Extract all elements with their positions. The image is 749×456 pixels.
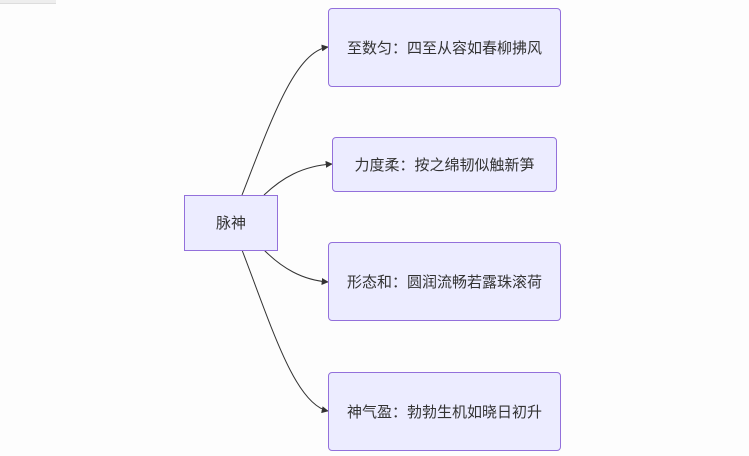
child-node-4-label: 神气盈：勃勃生机如晓日初升 xyxy=(346,402,542,421)
edge-root-to-child-4 xyxy=(241,249,329,414)
root-node-label: 脉神 xyxy=(215,214,246,232)
child-node-3[interactable]: 形态和：圆润流畅若露珠滚荷 xyxy=(328,242,561,321)
top-left-tab xyxy=(0,0,56,4)
child-node-2-label: 力度柔：按之绵韧似触新笋 xyxy=(354,155,535,174)
child-node-4[interactable]: 神气盈：勃勃生机如晓日初升 xyxy=(328,372,561,451)
edge-root-to-child-1 xyxy=(241,44,329,196)
edge-root-to-child-3 xyxy=(263,249,329,286)
child-node-2[interactable]: 力度柔：按之绵韧似触新笋 xyxy=(332,137,557,192)
child-node-1[interactable]: 至数匀：四至从容如春柳拂风 xyxy=(328,8,561,87)
root-node[interactable]: 脉神 xyxy=(184,195,278,251)
edge-root-to-child-2 xyxy=(263,160,333,196)
child-node-3-label: 形态和：圆润流畅若露珠滚荷 xyxy=(346,272,542,291)
child-node-1-label: 至数匀：四至从容如春柳拂风 xyxy=(346,38,542,57)
